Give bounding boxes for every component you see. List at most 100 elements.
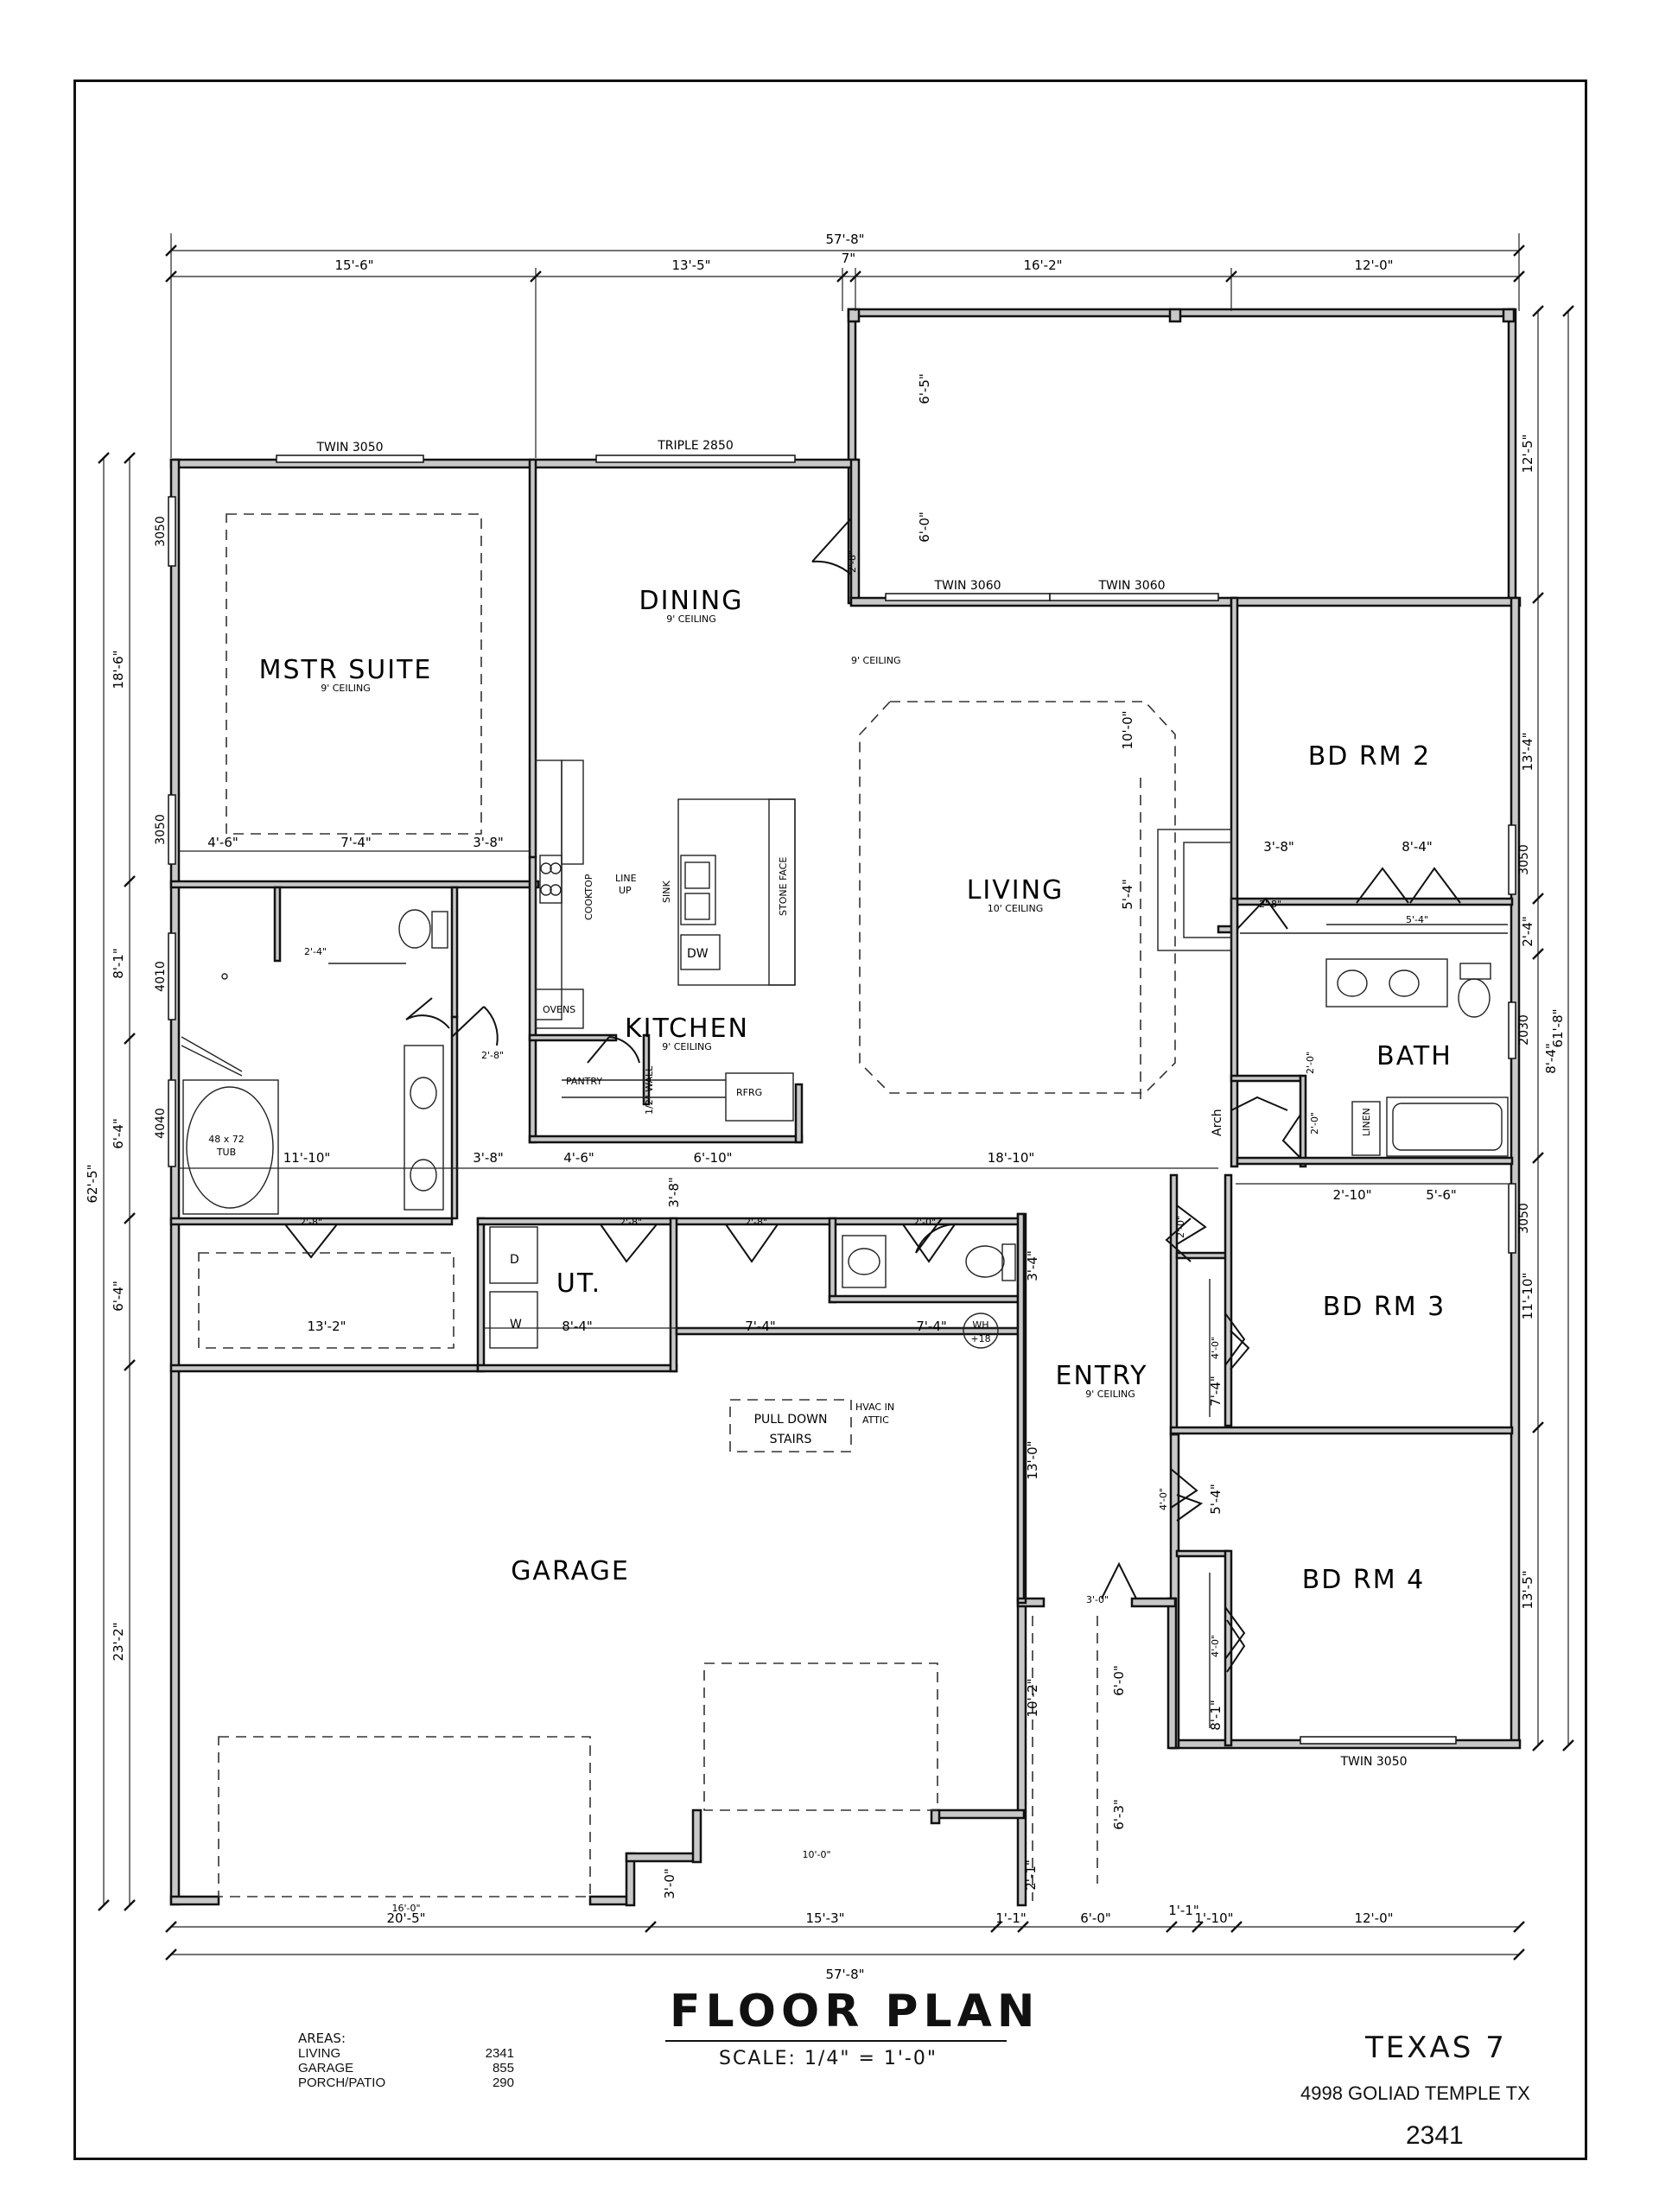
dim-bd2-1: 3'-8" xyxy=(1263,839,1294,855)
note-tub2: TUB xyxy=(216,1147,236,1158)
dim-door-28-f: 2'-8" xyxy=(300,1217,322,1228)
note-rfrg: RFRG xyxy=(736,1087,762,1098)
room-dining: DINING xyxy=(639,586,744,616)
dim-bottom-7: 12'-0" xyxy=(1354,1910,1393,1926)
dim-top-1: 15'-6" xyxy=(334,257,373,273)
window-twin-3050-top: TWIN 3050 xyxy=(315,441,383,454)
dim-door-24: 2'-4" xyxy=(304,946,327,957)
room-bd-rm-4: BD RM 4 xyxy=(1302,1565,1426,1595)
note-tub: 48 x 72 xyxy=(208,1134,245,1145)
note-linen: LINEN xyxy=(1361,1108,1372,1136)
areas-value: 290 xyxy=(492,2075,514,2090)
dim-row-1: 11'-10" xyxy=(283,1150,331,1166)
areas-row: GARAGE 855 xyxy=(298,2061,514,2075)
note-hvac: HVAC IN xyxy=(855,1402,894,1413)
room-labels: MSTR SUITE 9' CEILING DINING 9' CEILING … xyxy=(259,586,1452,1595)
note-pantry: PANTRY xyxy=(566,1076,602,1087)
areas-row: LIVING 2341 xyxy=(298,2046,514,2061)
dim-door-40-c: 4'-0" xyxy=(1210,1635,1221,1657)
dim-door-28-c: 2'-8" xyxy=(620,1217,642,1228)
dim-entry-v: 13'-0" xyxy=(1025,1440,1040,1479)
dim-porch-v2: 6'-0" xyxy=(1111,1665,1127,1696)
dim-right-2: 13'-4" xyxy=(1520,732,1535,771)
window-twin-3060-a: TWIN 3060 xyxy=(933,579,1001,593)
title-underline xyxy=(665,2040,1007,2042)
room-garage: GARAGE xyxy=(511,1556,630,1586)
areas-value: 855 xyxy=(492,2061,514,2075)
note-wall: 1/2" WALL xyxy=(644,1065,655,1115)
dim-door-20-b: 2'-0" xyxy=(1305,1052,1316,1074)
dimension-lines xyxy=(98,233,1574,1961)
drawing-scale: SCALE: 1/4" = 1'-0" xyxy=(719,2048,938,2069)
window-3050-r2: 3050 xyxy=(1517,1203,1531,1234)
dim-top-5: 12'-0" xyxy=(1354,257,1393,273)
fixtures xyxy=(181,760,1509,1728)
dim-garage-door-2: 10'-0" xyxy=(802,1849,830,1860)
dim-row-3: 4'-6" xyxy=(563,1150,594,1166)
note-cooktop: COOKTOP xyxy=(583,874,594,920)
dim-bottom-2: 15'-3" xyxy=(805,1910,844,1926)
dim-row-6: 2'-10" xyxy=(1332,1187,1371,1203)
note-line: LINE xyxy=(615,873,637,884)
dim-right-5: 11'-10" xyxy=(1520,1273,1535,1320)
dim-porch-v4: 2'-1" xyxy=(1023,1859,1039,1891)
dim-bottom-4: 6'-0" xyxy=(1080,1910,1111,1926)
note-attic: ATTIC xyxy=(862,1414,889,1426)
note-arch: Arch xyxy=(1211,1109,1224,1136)
dim-row-4: 6'-10" xyxy=(693,1150,732,1166)
dim-bottom-5: 1'-1" xyxy=(1168,1903,1199,1918)
window-4010: 4010 xyxy=(154,961,168,992)
areas-heading: AREAS: xyxy=(298,2031,346,2046)
note-stairs: STAIRS xyxy=(770,1433,812,1446)
dim-g-1: 7'-4" xyxy=(745,1319,776,1334)
dashed-features xyxy=(198,513,1176,1901)
dim-top-4: 16'-2" xyxy=(1023,257,1062,273)
note-washer: W xyxy=(510,1318,522,1332)
note-wh: WH xyxy=(972,1319,988,1331)
doors xyxy=(284,518,1461,1673)
dim-bottom-3: 1'-1" xyxy=(995,1910,1027,1926)
drawing-title: FLOOR PLAN xyxy=(670,1986,1040,2037)
dim-step: 3'-0" xyxy=(662,1868,677,1899)
dim-bottom-1: 20'-5" xyxy=(386,1910,425,1926)
plan-notes: 9' CEILING PULL DOWN STAIRS HVAC IN ATTI… xyxy=(208,655,1372,1446)
room-bd-rm-2: BD RM 2 xyxy=(1308,741,1432,772)
dimension-labels: 57'-8" 15'-6" 13'-5" 7" 16'-2" 12'-0" 62… xyxy=(85,232,1566,1982)
dim-garage-door-1: 16'-0" xyxy=(391,1903,420,1914)
room-living-ceiling: 10' CEILING xyxy=(988,903,1044,914)
room-mstr-suite: MSTR SUITE xyxy=(259,655,433,685)
room-bd-rm-3: BD RM 3 xyxy=(1323,1292,1446,1322)
note-up: UP xyxy=(619,885,632,896)
dim-bd4-v: 5'-4" xyxy=(1208,1484,1224,1515)
window-3050-r1: 3050 xyxy=(1517,844,1531,875)
project-name: TEXAS 7 xyxy=(1365,2031,1507,2065)
dim-door-20-a: 2'-0" xyxy=(913,1217,936,1228)
note-ovens: OVENS xyxy=(543,1004,575,1015)
areas-label: GARAGE xyxy=(298,2061,354,2075)
dim-kitchen-v: 3'-8" xyxy=(666,1177,682,1208)
room-kitchen: KITCHEN xyxy=(625,1014,749,1044)
dim-right-4: 8'-4" xyxy=(1543,1043,1559,1074)
dim-door-28-a: 2'-8" xyxy=(847,550,858,573)
dim-left-4: 6'-4" xyxy=(111,1281,126,1312)
window-labels: TWIN 3050 TRIPLE 2850 TWIN 3060 TWIN 306… xyxy=(154,439,1531,1769)
window-twin-3060-b: TWIN 3060 xyxy=(1097,579,1165,593)
window-4040: 4040 xyxy=(154,1108,168,1139)
dim-right-3: 2'-4" xyxy=(1520,916,1535,947)
window-2030: 2030 xyxy=(1517,1014,1531,1046)
dim-ms-3: 3'-8" xyxy=(473,835,504,850)
project-address: 4998 GOLIAD TEMPLE TX xyxy=(1300,2082,1530,2104)
room-kitchen-ceiling: 9' CEILING xyxy=(662,1041,712,1052)
interior-walls xyxy=(169,458,1514,1747)
dim-door-20-d: 2'-0" xyxy=(1175,1216,1186,1238)
room-bath: BATH xyxy=(1376,1041,1452,1071)
dim-overall-bottom: 57'-8" xyxy=(825,1967,864,1982)
dim-row-7: 5'-6" xyxy=(1426,1187,1457,1203)
room-living: LIVING xyxy=(967,875,1065,906)
room-entry-ceiling: 9' CEILING xyxy=(1085,1389,1135,1400)
dim-top-3: 7" xyxy=(842,251,855,266)
dim-bd2-2: 8'-4" xyxy=(1402,839,1433,855)
dim-left-overall: 62'-5" xyxy=(85,1164,100,1203)
dim-ut-1: 8'-4" xyxy=(562,1319,593,1334)
dim-left-5: 23'-2" xyxy=(111,1622,126,1661)
